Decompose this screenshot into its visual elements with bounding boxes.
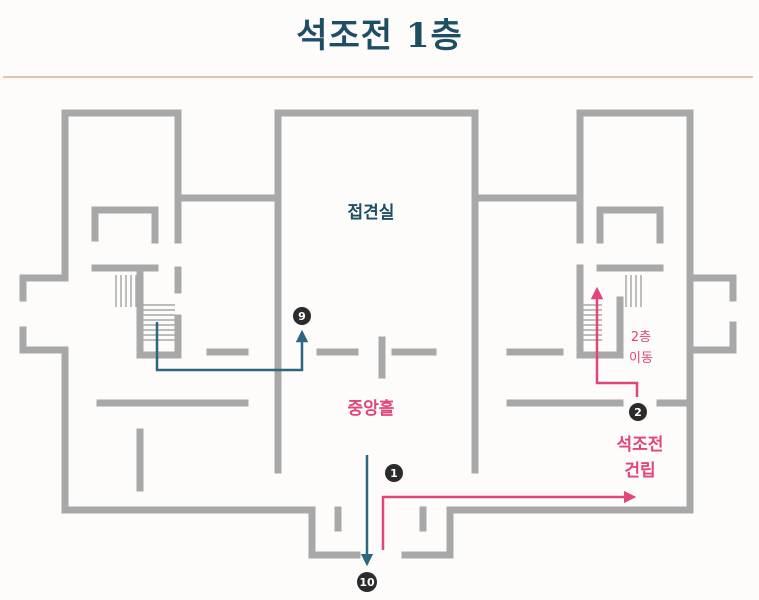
- title-divider: [3, 76, 753, 78]
- marker-1-circle: [385, 464, 403, 482]
- left-stair-treads-lower: [143, 304, 175, 341]
- left-stair-box: [136, 264, 182, 359]
- marker-2-label: 2: [634, 406, 642, 419]
- room-label-construction-1: 석조전: [617, 435, 664, 455]
- marker-9: 9: [293, 307, 311, 325]
- left-small-room: [91, 206, 159, 244]
- marker-9-circle: [293, 307, 311, 325]
- room-label-reception: 접견실: [348, 203, 395, 223]
- move-note-line1: 2층: [631, 330, 651, 345]
- right-stair-treads-upper: [625, 275, 642, 307]
- left-stair-treads-upper: [115, 275, 137, 307]
- right-stair-box: [576, 264, 624, 359]
- route-pink-to-stairs: [590, 286, 639, 397]
- right-wing-bottom: [686, 321, 737, 354]
- walls: [19, 109, 737, 559]
- right-stairs: [583, 275, 642, 341]
- right-small-room: [596, 206, 664, 244]
- route-pink-to-construction: [381, 490, 637, 550]
- marker-10-circle: [357, 572, 377, 592]
- wall-right-lower: [401, 351, 694, 559]
- marker-1-label: 1: [390, 467, 398, 480]
- room-label-construction-2: 건립: [624, 461, 655, 481]
- marker-2: 2: [629, 403, 647, 421]
- route-blue-stair-to-9: [155, 322, 309, 372]
- right-wing-top: [686, 274, 737, 302]
- marker-10-label: 10: [359, 576, 375, 589]
- left-wing-top: [19, 274, 69, 302]
- marker-2-circle: [629, 403, 647, 421]
- left-wing-bottom: [19, 326, 69, 354]
- wall-left-lower: [61, 346, 361, 559]
- move-note-line2: 이동: [629, 351, 653, 366]
- marker-9-label: 9: [298, 310, 306, 323]
- page-title: 석조전 1층: [296, 16, 463, 56]
- marker-10: 10: [357, 572, 377, 592]
- room-label-central-hall: 중앙홀: [348, 398, 395, 419]
- wall-top: [61, 109, 694, 282]
- right-stair-treads-lower: [583, 304, 602, 341]
- left-stairs: [115, 275, 175, 341]
- marker-1: 1: [385, 464, 403, 482]
